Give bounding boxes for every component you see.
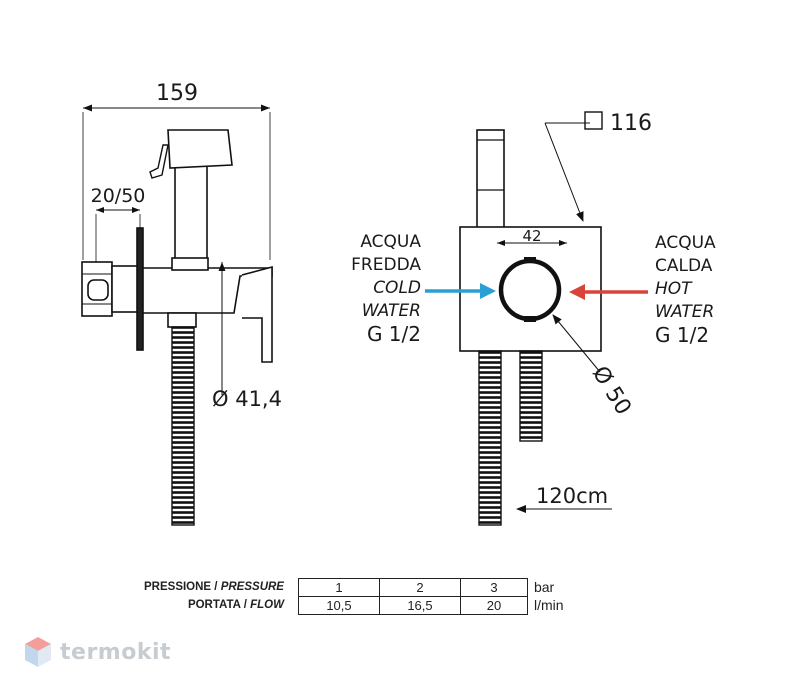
- hose-front-short: [519, 350, 543, 442]
- cold-label-3: COLD: [373, 278, 421, 298]
- plate-size-label: 116: [610, 111, 652, 136]
- pressure-value-2: 2: [378, 578, 461, 597]
- pressure-value-3: 3: [459, 578, 528, 597]
- lever-handle: [241, 265, 273, 363]
- flow-label-en: FLOW: [250, 599, 284, 611]
- handshower-head: [167, 129, 233, 169]
- technical-drawing: 159 20/50 Ø 41,4 116 42 Ø 50 120cm: [81, 81, 716, 526]
- hot-water-arrow: [569, 284, 648, 300]
- cold-water-arrow: [425, 283, 496, 299]
- hot-label-3: HOT: [655, 279, 693, 299]
- pressure-row: PRESSIONE / PRESSURE 1 2 3 bar: [140, 578, 568, 597]
- pressure-label: PRESSIONE / PRESSURE: [140, 579, 298, 597]
- overall-width-label: 159: [156, 81, 198, 106]
- flow-value-1: 10,5: [297, 596, 380, 615]
- pressure-label-en: PRESSURE: [220, 581, 284, 593]
- hot-label-2: CALDA: [655, 256, 713, 276]
- cube-logo-icon: [25, 637, 51, 667]
- hot-thread-label: G 1/2: [655, 323, 709, 347]
- trigger: [149, 144, 169, 179]
- flow-label: PORTATA / FLOW: [140, 597, 298, 615]
- side-view: [81, 104, 273, 526]
- top-pipe: [476, 129, 505, 231]
- inner-width-label: 42: [522, 227, 541, 245]
- valve-diameter-label: Ø 50: [587, 362, 636, 420]
- flow-label-it: PORTATA /: [187, 599, 247, 611]
- hot-label-1: ACQUA: [655, 233, 716, 253]
- offset-label: 20/50: [91, 185, 146, 207]
- pressure-label-it: PRESSIONE /: [144, 581, 218, 593]
- flow-unit: l/min: [533, 597, 564, 613]
- hose-length-label: 120cm: [536, 484, 608, 508]
- hose-front: [478, 350, 502, 526]
- handle-diameter-label: Ø 41,4: [212, 387, 282, 411]
- cold-label-2: FREDDA: [351, 255, 421, 275]
- flow-value-3: 20: [459, 596, 528, 615]
- flow-value-2: 16,5: [378, 596, 461, 615]
- spec-table: PRESSIONE / PRESSURE 1 2 3 bar PORTATA /…: [140, 578, 568, 615]
- cold-label-4: WATER: [362, 301, 421, 321]
- hose-side: [171, 326, 195, 526]
- hot-label-4: WATER: [655, 302, 714, 322]
- flow-row: PORTATA / FLOW 10,5 16,5 20 l/min: [140, 596, 568, 615]
- cold-label-1: ACQUA: [360, 232, 421, 252]
- brand-name: termokit: [60, 639, 172, 665]
- front-view: [459, 122, 612, 526]
- wall-plate: [136, 227, 144, 351]
- cold-thread-label: G 1/2: [367, 322, 421, 346]
- pressure-value-1: 1: [297, 578, 380, 597]
- square-symbol-icon: [584, 111, 603, 130]
- brand-logo: termokit: [24, 636, 171, 668]
- pressure-unit: bar: [533, 579, 555, 595]
